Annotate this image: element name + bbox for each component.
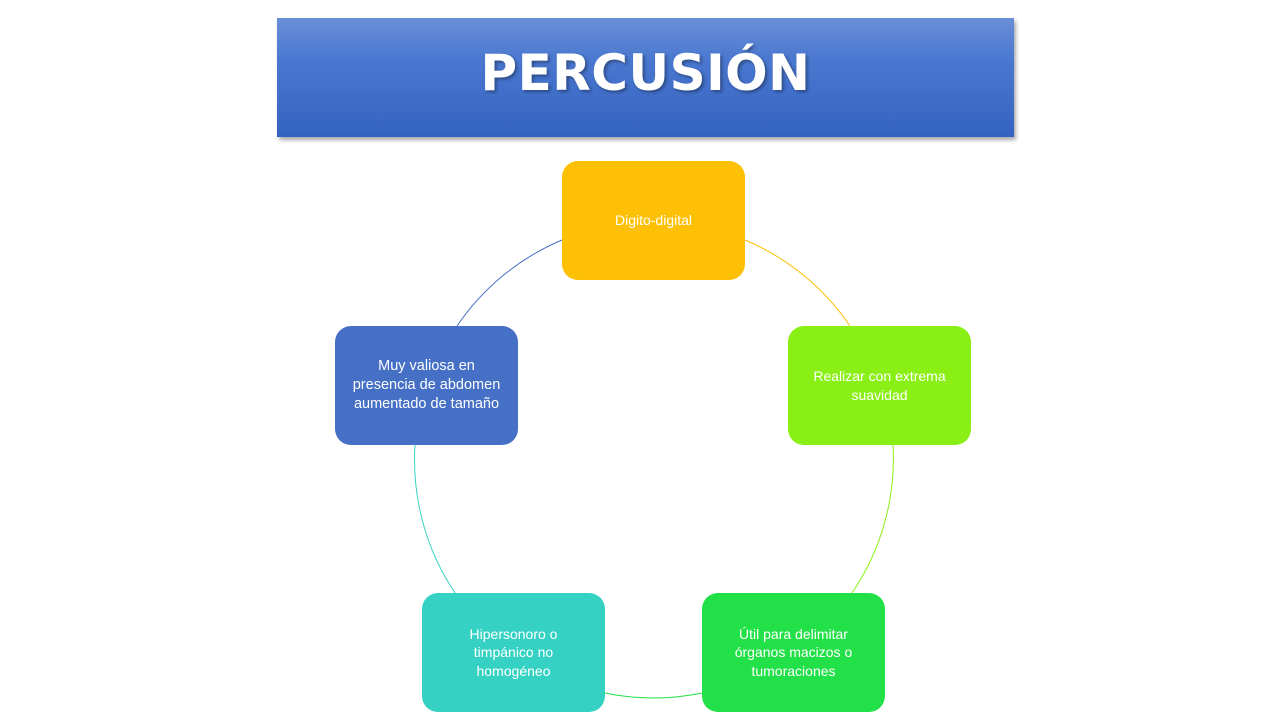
cycle-node-abdomen: Muy valiosa en presencia de abdomen aume… xyxy=(335,326,518,445)
cycle-node-label: Digito-digital xyxy=(614,212,693,229)
cycle-node-label: Realizar con extrema suavidad xyxy=(813,368,946,403)
cycle-node-label: Hipersonoro o timpánico no homogéneo xyxy=(469,626,558,679)
slide-title: PERCUSIÓN xyxy=(480,43,811,102)
cycle-arc-5-1 xyxy=(456,239,563,327)
cycle-arc-4-5 xyxy=(414,444,456,594)
cycle-node-digito-digital: Digito-digital xyxy=(562,161,745,280)
cycle-node-delimitar: Útil para delimitar órganos macizos o tu… xyxy=(702,593,885,712)
cycle-node-suavidad: Realizar con extrema suavidad xyxy=(788,326,971,445)
cycle-node-label: Muy valiosa en presencia de abdomen aume… xyxy=(352,358,501,412)
cycle-node-label: Útil para delimitar órganos macizos o tu… xyxy=(734,626,853,679)
title-banner: PERCUSIÓN xyxy=(277,18,1014,137)
cycle-arc-1-2 xyxy=(744,239,851,327)
cycle-arc-3-4 xyxy=(604,692,703,699)
cycle-node-hipersonoro: Hipersonoro o timpánico no homogéneo xyxy=(422,593,605,712)
cycle-arc-2-3 xyxy=(851,444,894,594)
